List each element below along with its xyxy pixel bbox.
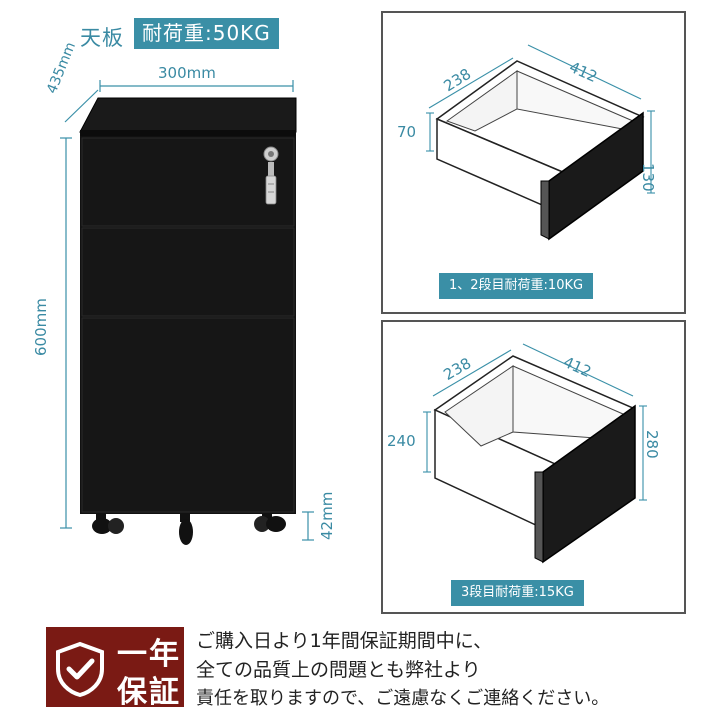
warranty-badge-line2: 保証: [117, 675, 181, 710]
cabinet-illustration: [60, 80, 314, 545]
height-dimension-line: [60, 137, 72, 529]
cabinet-height-label: 600mm: [32, 298, 50, 356]
large-drawer-inner-height: 240: [387, 432, 416, 450]
small-drawer-panel: 238 412 70 130 1、2段目耐荷重:10KG: [381, 11, 686, 314]
small-drawer-caption: 1、2段目耐荷重:10KG: [439, 273, 594, 299]
small-drawer-illustration: [426, 44, 655, 241]
cabinet-width-label: 300mm: [158, 64, 216, 82]
large-drawer-illustration: [423, 343, 647, 564]
lock-icon: [263, 146, 279, 205]
caster-dimension-line: [302, 511, 314, 541]
caster-height-label: 42mm: [318, 491, 336, 540]
warranty-badge: 一年 保証: [46, 627, 184, 710]
drawer-front-1: [81, 137, 295, 227]
large-drawer-panel: 238 412 240 280 3段目耐荷重:15KG: [381, 320, 686, 614]
warranty-text-line3: 責任を取りますので、ご遠慮なくご連絡ください。: [196, 688, 610, 709]
small-drawer-front-height: 130: [639, 163, 657, 192]
tenban-label: 天板: [80, 26, 124, 50]
cabinet-top: [79, 97, 297, 133]
width-dimension-line: [99, 80, 294, 92]
depth-dimension-line: [64, 89, 99, 123]
drawer-front-3: [81, 317, 295, 513]
caster-wheels: [92, 514, 286, 545]
small-drawer-inner-height: 70: [397, 123, 417, 141]
shield-check-icon: [56, 641, 104, 697]
warranty-text-line2: 全ての品質上の問題とも弊社より: [196, 659, 481, 681]
large-drawer-caption: 3段目耐荷重:15KG: [451, 580, 584, 606]
cabinet-top-front: [80, 130, 296, 136]
drawer-front-2: [81, 227, 295, 317]
large-drawer-front-height: 280: [643, 430, 661, 459]
warranty-badge-line1: 一年: [117, 637, 181, 672]
top-load-badge: 耐荷重:50KG: [134, 18, 279, 49]
warranty-text-line1: ご購入日より1年間保証期間中に、: [196, 630, 493, 652]
